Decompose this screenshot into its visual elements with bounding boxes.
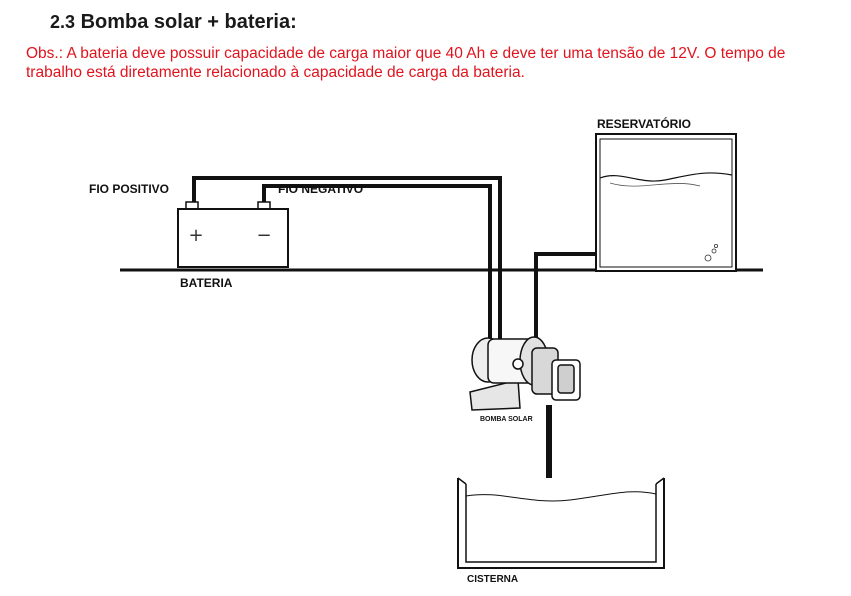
battery-plus-sign: + — [188, 225, 203, 246]
cistern — [457, 477, 665, 569]
pump-label: BOMBA SOLAR — [480, 416, 533, 423]
outlet-pipe — [534, 252, 601, 350]
reservoir — [595, 133, 737, 272]
section-number: 2.3 — [50, 12, 76, 32]
negative-wire-label: FIO NEGATIVO — [278, 182, 363, 196]
battery-wires — [192, 176, 502, 345]
positive-wire-label: FIO POSITIVO — [89, 182, 169, 196]
cistern-label: CISTERNA — [467, 574, 518, 585]
observation-note: Obs.: A bateria deve possuir capacidade … — [26, 45, 786, 81]
battery-label: BATERIA — [180, 276, 233, 290]
section-title: Bomba solar + bateria: — [80, 11, 297, 33]
battery-minus-sign: − — [256, 225, 271, 246]
section-heading: 2.3 Bomba solar + bateria: — [50, 11, 297, 34]
solar-pump — [469, 336, 581, 411]
reservoir-label: RESERVATÓRIO — [597, 116, 691, 131]
battery: + − — [177, 201, 289, 268]
